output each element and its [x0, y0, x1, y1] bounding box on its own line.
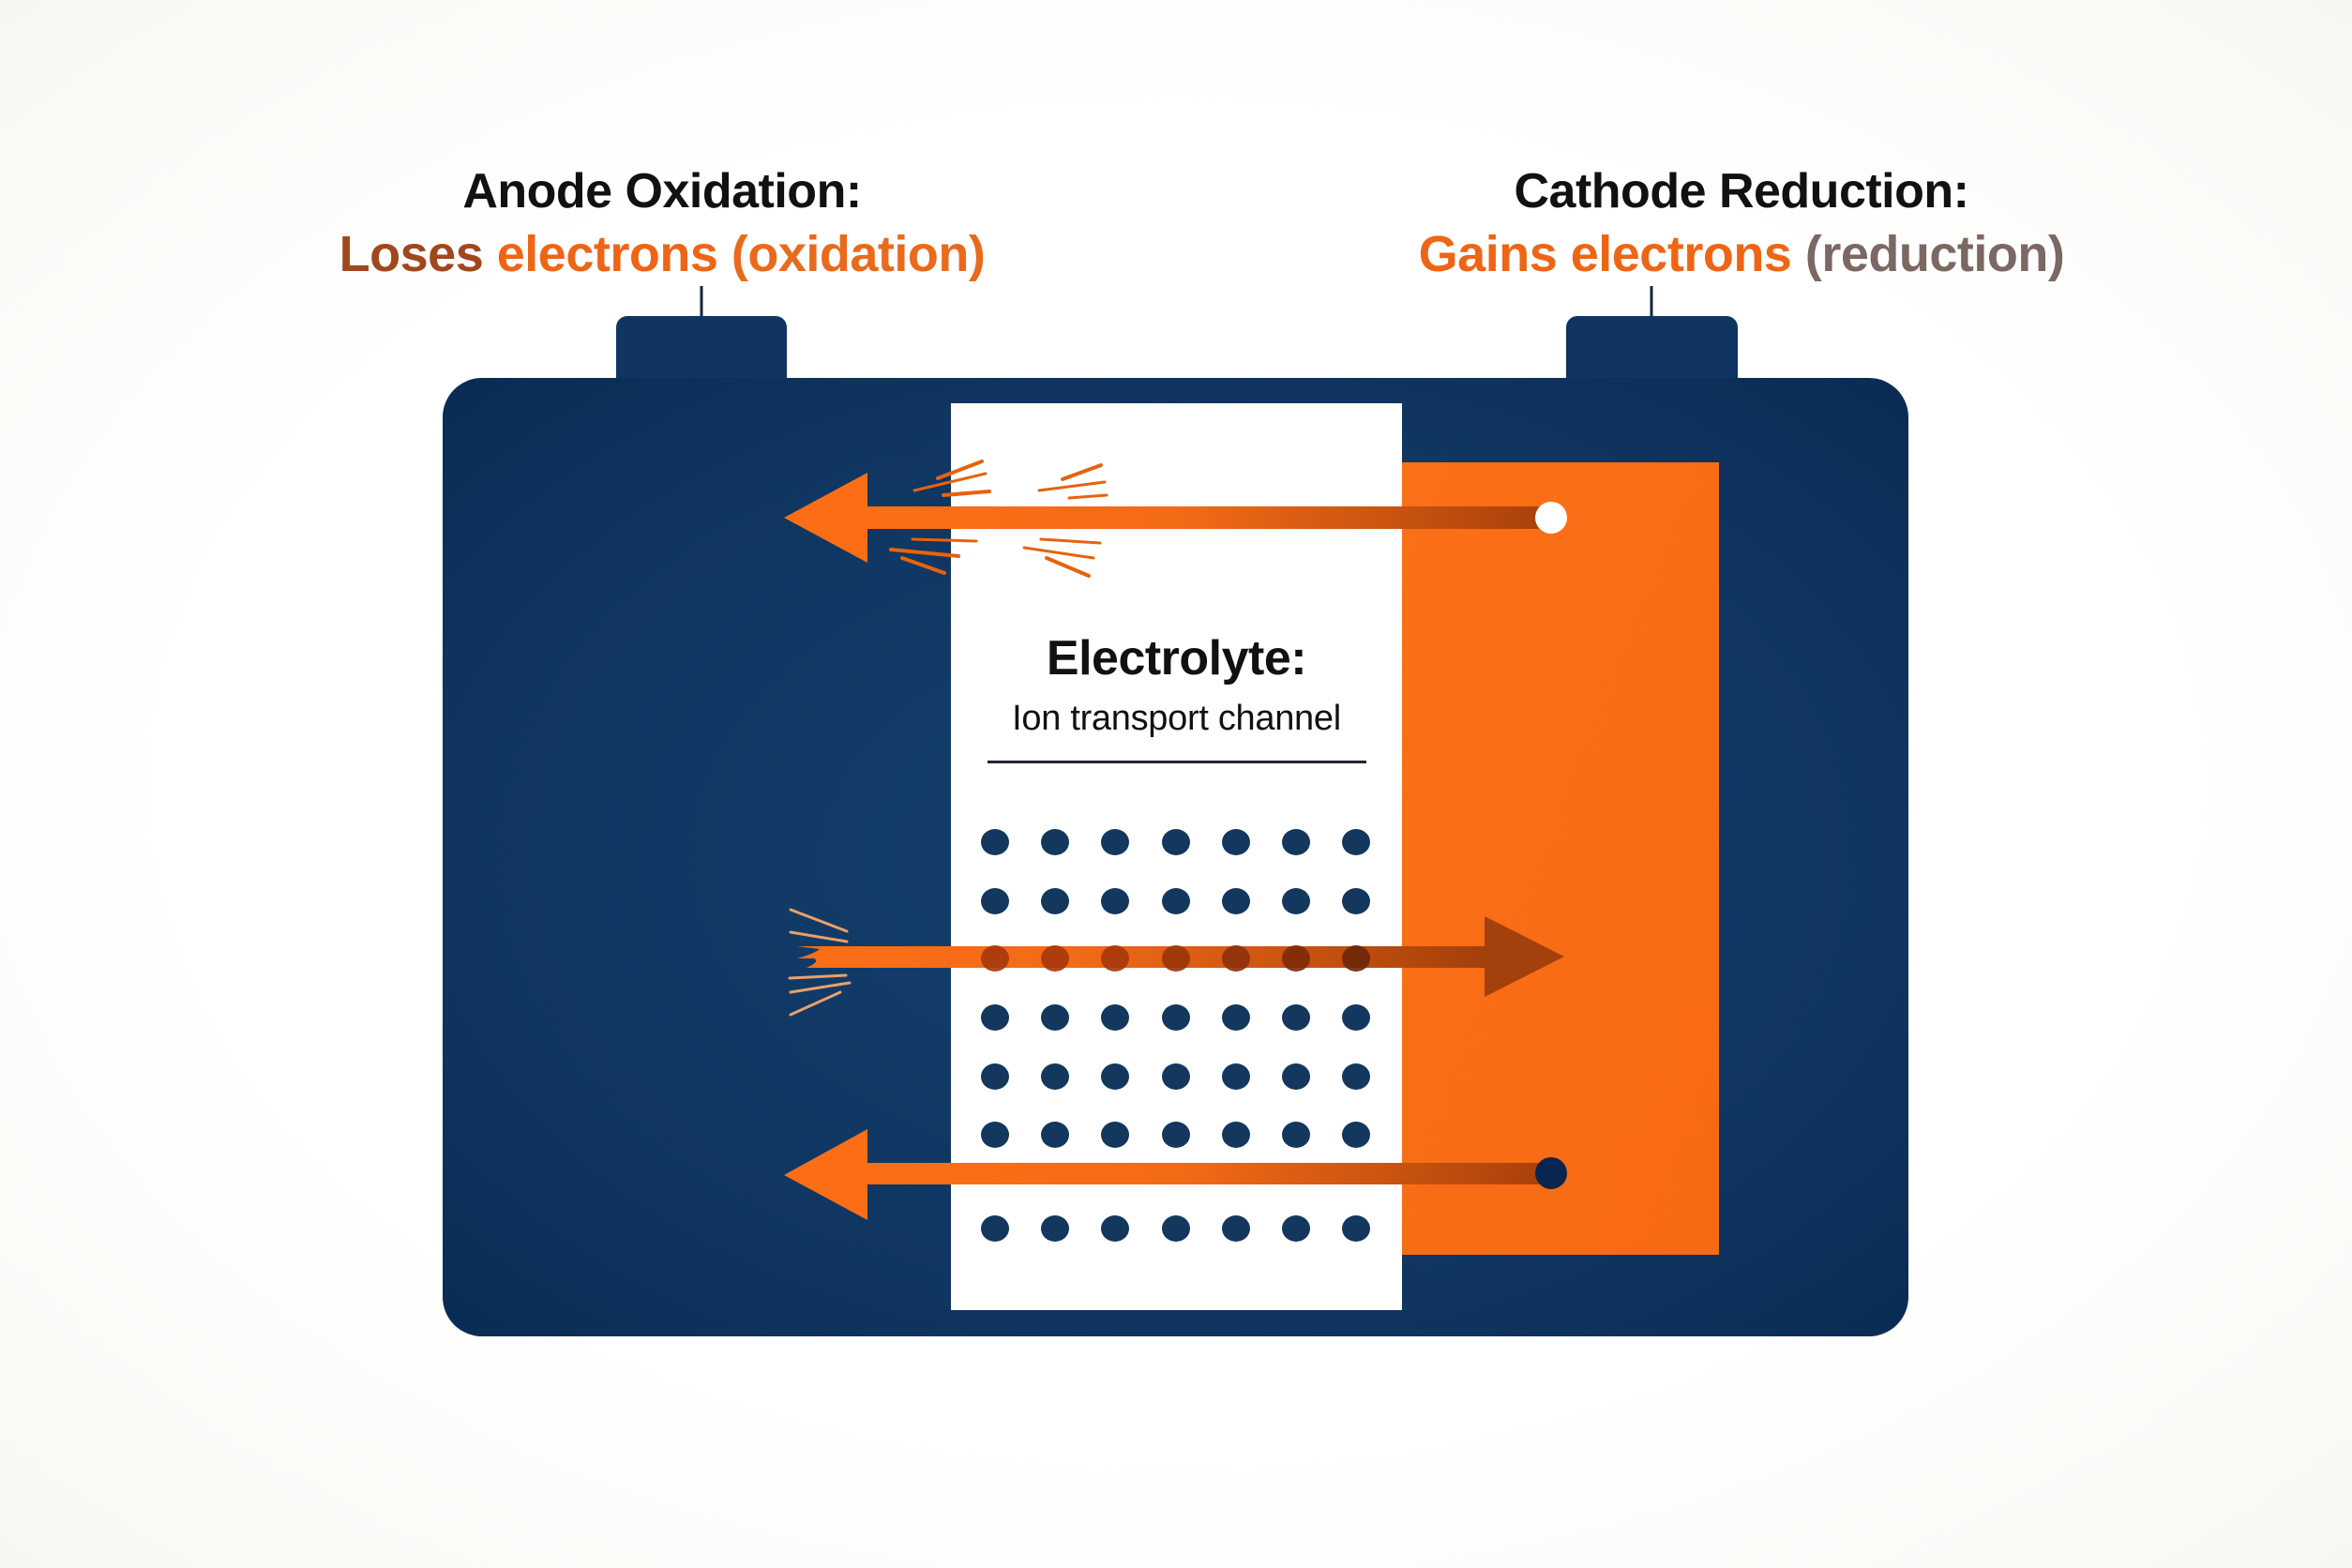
cathode-subtitle-gains: Gains electrons [1418, 226, 1792, 282]
bottom-left-arrow [784, 1129, 1567, 1220]
cathode-label: Cathode Reduction: Gains electrons (redu… [1319, 161, 2164, 287]
anode-subtitle: Loses electrons (oxidation) [240, 221, 1084, 287]
ion-dots-on-arrow [981, 945, 1370, 972]
bottom-arrow-origin-dot [1535, 1157, 1567, 1189]
cathode-material-block [1402, 462, 1719, 1255]
anode-subtitle-loses: Loses [339, 226, 484, 282]
electrolyte-title: Electrolyte: [1046, 631, 1307, 686]
cathode-terminal [1566, 316, 1738, 391]
anode-terminal [616, 316, 787, 391]
cathode-subtitle: Gains electrons (reduction) [1319, 221, 2164, 287]
anode-title: Anode Oxidation: [462, 164, 862, 219]
electrolyte-subtitle: Ion transport channel [1012, 699, 1341, 738]
cathode-title: Cathode Reduction: [1514, 164, 1969, 219]
middle-right-arrow [797, 916, 1564, 997]
motion-streaks-top [889, 460, 1108, 578]
anode-label: Anode Oxidation: Loses electrons (oxidat… [240, 161, 1084, 287]
top-left-arrow [784, 473, 1567, 563]
ion-dot-grid [981, 829, 1370, 1242]
cathode-subtitle-reduction: (reduction) [1791, 226, 2065, 282]
electrolyte-divider [988, 761, 1366, 763]
electrolyte-column [951, 403, 1402, 1310]
top-arrow-origin-dot [1535, 502, 1567, 534]
anode-subtitle-electrons: electrons [483, 226, 718, 282]
motion-streaks-tail [788, 908, 852, 1017]
anode-subtitle-oxidation: (oxidation) [717, 226, 986, 282]
